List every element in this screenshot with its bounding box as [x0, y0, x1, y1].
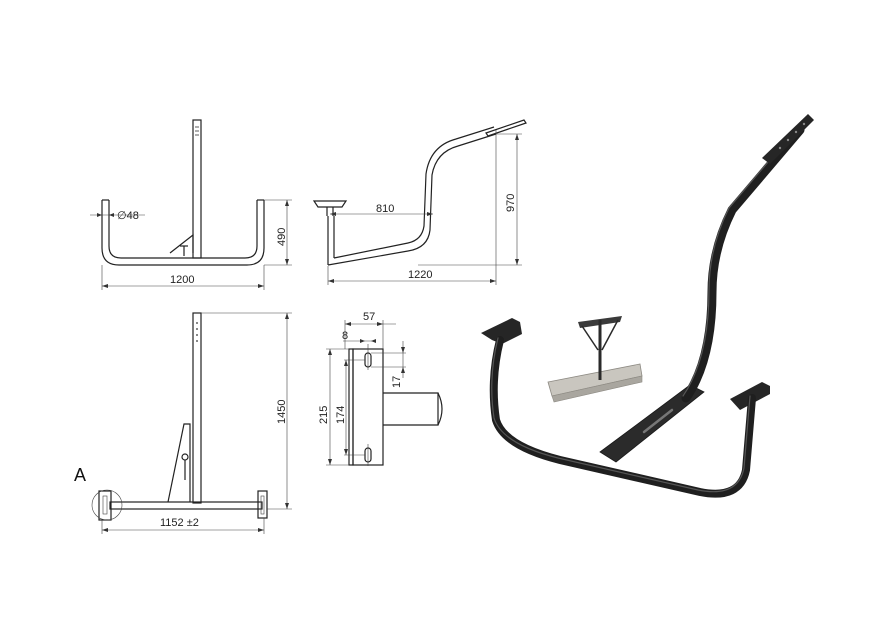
dim-rear-height: 1450	[276, 400, 288, 424]
dim-side-reach: 810	[376, 203, 394, 215]
dim-detail-offset: 8	[342, 330, 348, 342]
side-view: 810 1220 970	[312, 119, 527, 285]
dim-side-length: 1220	[408, 269, 432, 281]
detail-marker-label: A	[74, 465, 86, 485]
product-render	[481, 114, 814, 498]
dim-detail-spacing: 174	[335, 406, 347, 424]
dim-detail-height: 215	[318, 406, 330, 424]
dim-tube-diameter: ∅48	[117, 210, 139, 222]
front-view: ∅48 1200 490	[90, 119, 292, 290]
dim-front-height: 490	[276, 228, 288, 246]
dim-detail-slot: 17	[391, 376, 403, 388]
dim-front-width: 1200	[170, 274, 194, 286]
dim-detail-width: 57	[363, 311, 375, 323]
rear-view: A 1152 ±2 1450	[74, 312, 292, 534]
dim-rear-width: 1152 ±2	[160, 517, 199, 529]
pad-accessory	[547, 316, 643, 403]
dim-side-height: 970	[505, 194, 517, 212]
frame-3d	[481, 114, 814, 498]
detail-view: 57 8 17 174 215	[318, 311, 443, 466]
